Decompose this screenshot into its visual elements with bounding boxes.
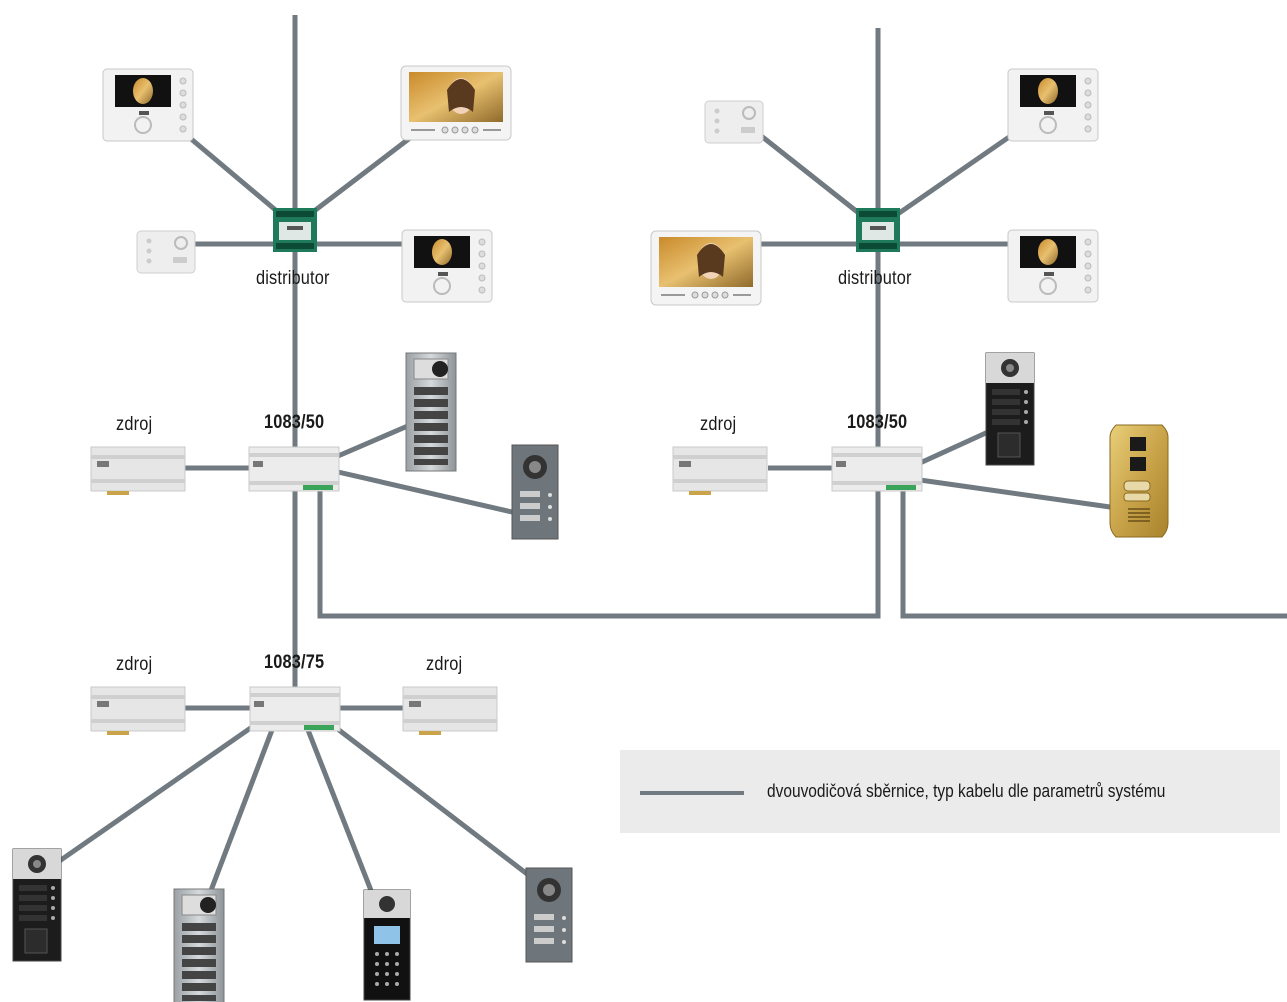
power-supply-label: zdroj [116,414,153,435]
legend-box: dvouvodičová sběrnice, typ kabelu dle pa… [620,750,1280,833]
audio-handset [704,100,764,144]
door-panel-camera-grey [511,444,559,540]
controller-unit-1083-75 [249,686,341,732]
distributor-label: distributor [838,268,912,289]
legend-text: dvouvodičová sběrnice, typ kabelu dle pa… [767,781,1166,801]
door-panel-brass [1109,424,1169,538]
video-monitor-compact [401,229,493,303]
door-panel-camera-black [12,848,62,962]
power-supply-module [402,686,498,736]
video-monitor-wide [650,230,762,306]
door-panel-camera-grey [525,867,573,963]
unit-label: 1083/50 [847,412,908,433]
controller-unit-1083-50 [831,446,923,492]
video-monitor-compact [1007,68,1099,142]
door-panel-buttons [405,352,457,472]
bus-lines [56,15,1287,894]
unit-label: 1083/50 [264,412,325,433]
power-supply-label: zdroj [116,654,153,675]
power-supply-label: zdroj [700,414,737,435]
door-panel-keypad [363,889,411,1001]
power-supply-module [90,446,186,496]
distributor-module [856,208,900,252]
power-supply-module [90,686,186,736]
controller-unit-1083-50 [248,446,340,492]
door-panel-camera-black [985,352,1035,466]
video-monitor-wide [400,65,512,141]
door-panel-buttons [173,888,225,1002]
audio-handset [136,230,196,274]
power-supply-label: zdroj [426,654,463,675]
video-monitor-compact [102,68,194,142]
legend-line-swatch [640,791,744,795]
unit-label: 1083/75 [264,652,325,673]
video-monitor-compact [1007,229,1099,303]
distributor-label: distributor [256,268,330,289]
power-supply-module [672,446,768,496]
distributor-module [273,208,317,252]
